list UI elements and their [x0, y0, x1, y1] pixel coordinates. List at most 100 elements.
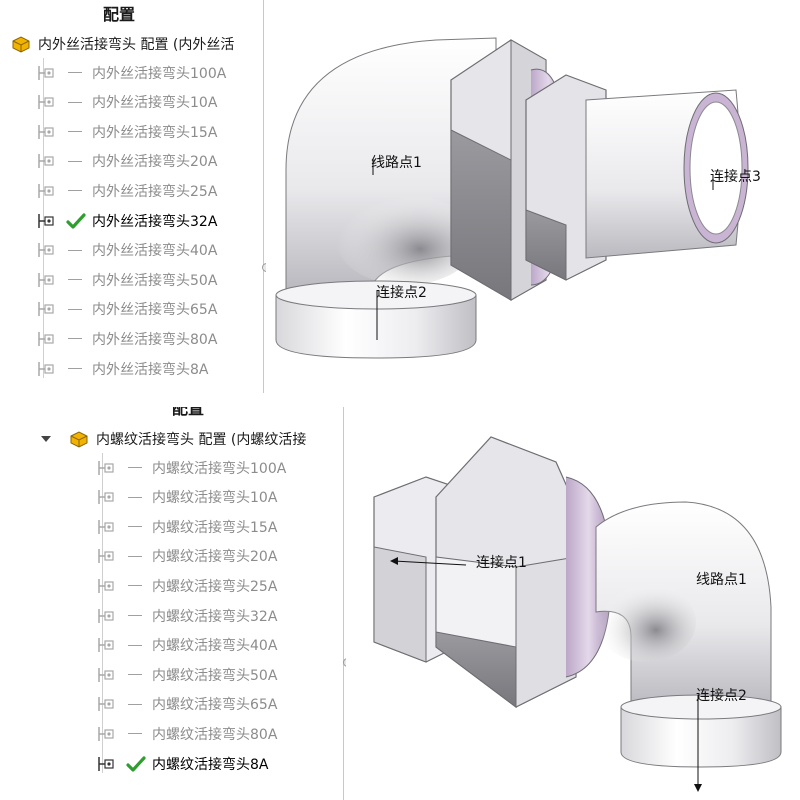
configuration-leaf-icon [98, 519, 114, 534]
inactive-dash-icon [128, 526, 142, 528]
inactive-dash-icon [68, 101, 82, 103]
configuration-item[interactable]: 内外丝活接弯头25A [36, 176, 217, 205]
configuration-leaf-icon [38, 213, 54, 228]
configuration-item-label: 内外丝活接弯头8A [92, 361, 209, 378]
configuration-item[interactable]: 内外丝活接弯头8A [36, 354, 208, 383]
configuration-item[interactable]: 内螺纹活接弯头15A [96, 512, 277, 541]
configuration-item-label: 内螺纹活接弯头8A [152, 756, 269, 773]
configuration-item-label: 内螺纹活接弯头15A [152, 519, 278, 536]
configuration-leaf-icon [38, 154, 54, 169]
configuration-item[interactable]: 内外丝活接弯头50A [36, 265, 217, 294]
inactive-dash-icon [68, 190, 82, 192]
bottom-panel: 配置 内螺纹活接弯头 配置 (内螺纹活接 内螺纹活接弯头100A 内螺纹活接弯头1… [0, 407, 800, 800]
model-viewport-bottom[interactable]: 连接点1 线路点1 连接点2 [346, 407, 800, 800]
inactive-dash-icon [68, 279, 82, 281]
inactive-dash-icon [128, 644, 142, 646]
tree-connector [43, 58, 44, 378]
inactive-dash-icon [128, 703, 142, 705]
active-checkmark-icon [126, 755, 146, 772]
configuration-item[interactable]: 内外丝活接弯头32A [36, 206, 217, 235]
configuration-tree-top: 配置 内外丝活接弯头 配置 (内外丝活 内外丝活接弯头100A 内外丝活接弯头10… [0, 0, 262, 393]
configuration-leaf-icon [38, 302, 54, 317]
inactive-dash-icon [128, 585, 142, 587]
configuration-leaf-icon [98, 667, 114, 682]
configuration-item-label: 内螺纹活接弯头100A [152, 460, 287, 477]
elbow-union-model [373, 436, 782, 792]
tree-header: 配置 [172, 407, 205, 418]
configuration-leaf-icon [38, 183, 54, 198]
configuration-item-label: 内外丝活接弯头32A [92, 213, 218, 230]
inactive-dash-icon [68, 249, 82, 251]
configuration-icon [12, 36, 30, 53]
configuration-item-label: 内螺纹活接弯头32A [152, 608, 278, 625]
configuration-leaf-icon [98, 726, 114, 741]
configuration-item[interactable]: 内螺纹活接弯头32A [96, 601, 277, 630]
configuration-item[interactable]: 内螺纹活接弯头40A [96, 631, 277, 660]
root-configuration-label: 内外丝活接弯头 配置 (内外丝活 [38, 37, 235, 53]
configuration-item-label: 内外丝活接弯头40A [92, 243, 218, 260]
tree-connector [102, 453, 103, 773]
connection-point-2-label[interactable]: 连接点2 [376, 285, 427, 301]
configuration-leaf-icon [38, 361, 54, 376]
model-viewport-top[interactable]: 线路点1 连接点3 连接点2 [266, 0, 800, 393]
inactive-dash-icon [68, 160, 82, 162]
configuration-item-label: 内螺纹活接弯头80A [152, 726, 278, 743]
configuration-item[interactable]: 内外丝活接弯头20A [36, 147, 217, 176]
configuration-leaf-icon [98, 549, 114, 564]
configuration-leaf-icon [98, 697, 114, 712]
configuration-item[interactable]: 内螺纹活接弯头25A [96, 571, 277, 600]
route-point-1-label[interactable]: 线路点1 [696, 572, 747, 588]
inactive-dash-icon [68, 72, 82, 73]
configuration-item-label: 内外丝活接弯头10A [92, 95, 218, 112]
connection-point-3-label[interactable]: 连接点3 [710, 169, 761, 185]
configuration-item-label: 内外丝活接弯头100A [92, 65, 227, 82]
root-configuration-label: 内螺纹活接弯头 配置 (内螺纹活接 [96, 432, 307, 448]
configuration-item[interactable]: 内螺纹活接弯头80A [96, 719, 277, 748]
connection-point-1-label[interactable]: 连接点1 [476, 555, 527, 571]
configuration-item[interactable]: 内外丝活接弯头10A [36, 88, 217, 117]
configuration-item-label: 内螺纹活接弯头65A [152, 697, 278, 714]
configuration-item-label: 内外丝活接弯头25A [92, 183, 218, 200]
configuration-item[interactable]: 内外丝活接弯头40A [36, 236, 217, 265]
configuration-item-label: 内外丝活接弯头80A [92, 331, 218, 348]
configuration-item-label: 内外丝活接弯头50A [92, 272, 218, 289]
configuration-tree-bottom: 配置 内螺纹活接弯头 配置 (内螺纹活接 内螺纹活接弯头100A 内螺纹活接弯头1… [36, 407, 341, 800]
configuration-leaf-icon [98, 578, 114, 593]
configuration-leaf-icon [98, 490, 114, 505]
configuration-item[interactable]: 内螺纹活接弯头65A [96, 690, 277, 719]
configuration-item[interactable]: 内外丝活接弯头65A [36, 295, 217, 324]
elbow-union-model [275, 37, 749, 359]
tree-header: 配置 [103, 5, 136, 24]
root-configuration-item[interactable]: 内外丝活接弯头 配置 (内外丝活 [10, 32, 234, 56]
configuration-icon [70, 431, 88, 448]
configuration-item[interactable]: 内螺纹活接弯头20A [96, 542, 277, 571]
route-point-1-label[interactable]: 线路点1 [371, 155, 422, 171]
configuration-item[interactable]: 内螺纹活接弯头50A [96, 660, 277, 689]
configuration-leaf-icon [38, 243, 54, 258]
configuration-item-label: 内螺纹活接弯头20A [152, 549, 278, 566]
configuration-item[interactable]: 内螺纹活接弯头10A [96, 483, 277, 512]
panel-splitter[interactable] [263, 0, 264, 393]
top-panel: 配置 内外丝活接弯头 配置 (内外丝活 内外丝活接弯头100A 内外丝活接弯头10… [0, 0, 800, 393]
configuration-leaf-icon [38, 124, 54, 139]
panel-splitter[interactable] [343, 407, 344, 800]
inactive-dash-icon [128, 615, 142, 616]
expand-collapse-icon[interactable] [41, 436, 51, 442]
configuration-item-label: 内外丝活接弯头15A [92, 124, 218, 141]
configuration-item[interactable]: 内外丝活接弯头80A [36, 324, 217, 353]
configuration-item-label: 内外丝活接弯头65A [92, 302, 218, 319]
configuration-item[interactable]: 内外丝活接弯头15A [36, 117, 217, 146]
inactive-dash-icon [68, 338, 82, 340]
configuration-leaf-icon [38, 95, 54, 110]
configuration-item[interactable]: 内螺纹活接弯头8A [96, 749, 268, 778]
configuration-item[interactable]: 内外丝活接弯头100A [36, 58, 226, 87]
configuration-item-label: 内螺纹活接弯头25A [152, 578, 278, 595]
inactive-dash-icon [68, 308, 82, 310]
configuration-item[interactable]: 内螺纹活接弯头100A [96, 453, 286, 482]
inactive-dash-icon [128, 733, 142, 735]
configuration-leaf-icon [98, 756, 114, 771]
connection-point-2-label[interactable]: 连接点2 [696, 688, 747, 704]
configuration-item-label: 内螺纹活接弯头50A [152, 667, 278, 684]
configuration-item-label: 内外丝活接弯头20A [92, 154, 218, 171]
root-configuration-item[interactable]: 内螺纹活接弯头 配置 (内螺纹活接 [68, 427, 306, 451]
